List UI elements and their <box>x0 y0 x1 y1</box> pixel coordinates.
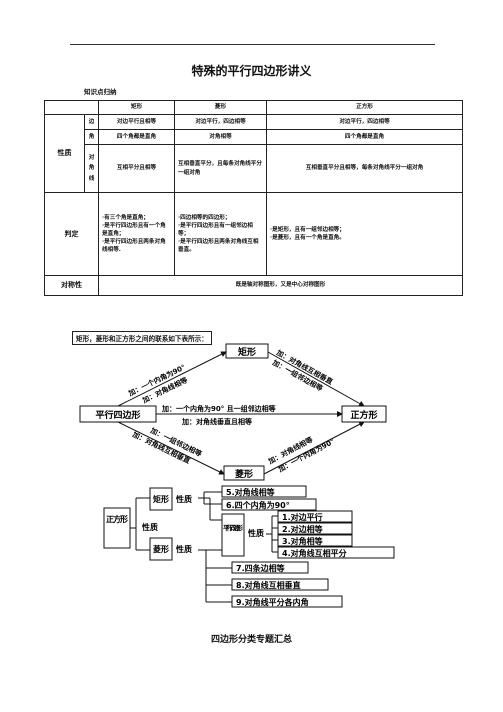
cell-rhombus-edge: 对边平行，四边相等 <box>174 114 267 130</box>
property-table: 矩形 菱形 正方形 性质 边 对边平行且相等 对边平行，四边相等 对边平行，四边… <box>44 100 463 296</box>
tree-item <box>231 578 329 591</box>
header-rect: 矩形 <box>98 100 175 115</box>
tree-item-label: 6.四个内角为90° <box>226 500 290 510</box>
node-rect <box>225 343 269 359</box>
criteria-square-item: ·是菱形，且有一个角是直角。 <box>270 235 345 241</box>
edge-para-rect <box>117 351 227 407</box>
criteria-rect-item: ·是平行四边形且两条对角线相等. <box>102 239 166 254</box>
tree-root-prop: 性质 <box>142 522 158 532</box>
criteria-square: ·是矩形，且有一组邻边相等； ·是菱形，且有一个角是直角。 <box>266 192 463 276</box>
tree-rect-label: 矩形 <box>152 494 169 504</box>
cell-rect-diagonal: 互相平分且相等 <box>98 144 175 193</box>
tree-item <box>221 485 307 498</box>
criteria-square-item: ·是矩形，且有一组邻边相等； <box>270 226 345 233</box>
edge-rect-square <box>267 351 365 407</box>
node-rhombus-label: 菱形 <box>235 468 253 480</box>
symmetry-label: 对称性 <box>44 275 99 296</box>
page-title: 特殊的平行四边形讲义 <box>191 64 312 78</box>
edge-rhombus-square <box>263 421 365 475</box>
header-square: 正方形 <box>266 100 463 115</box>
tree-item <box>277 510 353 523</box>
tree-rhombus <box>149 537 173 561</box>
edge-label: 加：对角线垂直且相等 <box>181 417 252 426</box>
tree-para-prop: 性质 <box>248 528 264 538</box>
edge-para-rhombus <box>117 421 225 475</box>
node-para-label: 平行四边形 <box>95 409 140 421</box>
cell-square-edge: 对边平行，四边相等 <box>266 114 463 130</box>
tree-rect <box>149 487 173 511</box>
tree-item <box>277 534 353 547</box>
property-tree: 正方形 性质 矩形 性质 菱形 性质 5.对角线相等 6.四个内角为90° 平行… <box>103 485 395 608</box>
tree-item-label: 3.对角相等 <box>282 536 323 546</box>
criteria-rhombus: ·四边相等的四边形； ·是平行四边形且有一组邻边相等； ·是平行四边形且两条对角… <box>174 192 267 276</box>
footer-title: 四边形分类专题汇总 <box>210 635 292 645</box>
group-label-properties: 性质 <box>44 114 85 193</box>
cell-rect-angle: 四个角都是直角 <box>98 129 175 145</box>
row-label-diagonal: 对角线 <box>84 144 99 193</box>
row-label-angle: 角 <box>84 129 99 145</box>
tree-item-label: 5.对角线相等 <box>226 487 275 497</box>
node-square-label: 正方形 <box>350 409 377 421</box>
tree-item <box>221 498 317 511</box>
cell-square-diagonal: 互相垂直平分且相等，每条对角线平分一组对角 <box>266 144 463 193</box>
tree-item <box>231 595 343 608</box>
tree-item-label: 4.对角线互相平分 <box>282 548 347 558</box>
tree-rect-prop: 性质 <box>176 494 192 504</box>
table-corner <box>44 100 99 115</box>
top-rule <box>70 44 435 45</box>
relation-caption: 矩形，菱形和正方形之间的联系如下表所示： <box>72 331 212 345</box>
cell-square-angle: 四个角都是直角 <box>266 129 463 145</box>
section-heading: 知识点归纳 <box>84 88 117 96</box>
tree-item <box>277 522 353 535</box>
tree-item-label: 7.四条边相等 <box>236 563 285 573</box>
cell-rhombus-angle: 对角相等 <box>174 129 267 145</box>
node-rect-label: 矩形 <box>237 346 256 358</box>
criteria-rhombus-item: ·是平行四边形且两条对角线互相垂直。 <box>178 239 259 254</box>
header-rhombus: 菱形 <box>174 100 267 115</box>
criteria-rhombus-item: ·是平行四边形且有一组邻边相等； <box>178 222 253 237</box>
tree-item <box>231 561 309 574</box>
tree-root-label: 正方形 <box>106 514 128 524</box>
criteria-rhombus-item: ·四边相等的四边形； <box>178 214 231 221</box>
criteria-rect-item: ·有三个角是直角； <box>102 214 149 221</box>
cell-rhombus-diagonal: 互相垂直平分，且每条对角线平分一组对角 <box>174 144 267 193</box>
tree-item-label: 2.对边相等 <box>282 524 323 534</box>
tree-item-label: 9.对角线平分各内角 <box>236 597 309 607</box>
tree-item-label: 1.对边平行 <box>282 512 323 522</box>
row-label-edge: 边 <box>84 114 99 130</box>
tree-item <box>277 546 395 559</box>
tree-rhombus-label: 菱形 <box>153 544 169 554</box>
cell-rect-edge: 对边平行且相等 <box>98 114 175 130</box>
tree-rhombus-prop: 性质 <box>176 544 192 554</box>
criteria-label: 判定 <box>44 192 99 276</box>
edge-label: 加：一个内角为90° 且一组邻边相等 <box>161 404 276 413</box>
criteria-rect: ·有三个角是直角； ·是平行四边形且有一个角是直角； ·是平行四边形且两条对角线… <box>98 192 175 276</box>
tree-para-label: 平行四边形 <box>223 523 244 532</box>
criteria-rect-item: ·是平行四边形且有一个角是直角； <box>102 222 166 237</box>
tree-root <box>103 507 131 549</box>
tree-item-label: 8.对角线互相垂直 <box>236 580 301 590</box>
symmetry-text: 既是轴对称图形，又是中心对称图形 <box>98 275 463 296</box>
relation-diagram: 矩形 平行四边形 正方形 菱形 加：一个内角为90° 加：对角线相等 加：对角线… <box>79 343 395 608</box>
tree-para <box>221 513 245 557</box>
